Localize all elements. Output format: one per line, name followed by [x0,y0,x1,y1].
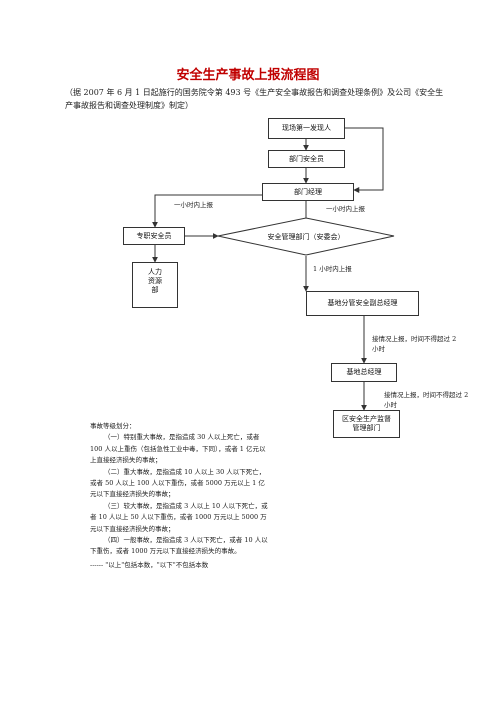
edge-manager-to-fulltime [152,194,262,228]
grading-item: （二）重大事故，是指造成 10 人以上 30 人以下死亡，或者 50 人以上 1… [90,467,266,499]
node-safety-dept-label: 安全管理部门（安委会） [267,233,345,241]
node-hr: 人力资源部 [132,262,178,308]
edge-witness-to-manager [345,127,384,193]
grading-item: （四）一般事故，是指造成 3 人以下死亡，或者 10 人以下重伤，或者 1000… [90,536,268,556]
node-gm: 基地总经理 [331,363,397,382]
label-one-hour-down: 1 小时内上报 [313,265,352,273]
accident-grading: 事故等级划分： （一）特别重大事故，是指造成 30 人以上死亡，或者 100 人… [90,421,270,571]
node-witness: 现场第一发现人 [268,118,345,139]
intro-note: （据 2007 年 6 月 1 日起施行的国务院令第 493 号《生产安全事故报… [65,88,444,110]
node-dept-safety: 部门安全员 [268,150,345,168]
label-report-2h-b: 接情况上报，时间不得超过 2 小时 [384,391,469,409]
node-dept-manager: 部门经理 [262,183,354,201]
node-district: 区安全生产监督管理部门 [333,410,400,438]
page-title: 安全生产事故上报流程图 [176,68,320,83]
node-full-time-safety: 专职安全员 [123,227,185,245]
node-vp: 基地分管安全副总经理 [306,291,419,316]
grading-heading: 事故等级划分： [90,422,136,430]
label-one-hour-right: 一小时内上报 [326,205,365,213]
grading-note: ------ "以上"包括本数，"以下"不包括本数 [90,560,209,569]
label-report-2h-a: 接情况上报，时间不得超过 2 小时 [372,335,457,353]
safety-dept-diamond [217,217,395,256]
grading-item: （一）特别重大事故，是指造成 30 人以上死亡，或者 100 人以上重伤（包括急… [90,433,266,465]
grading-item: （三）较大事故，是指造成 3 人以上 10 人以下死亡，或者 10 人以上 50… [90,501,268,533]
label-one-hour-left: 一小时内上报 [174,201,213,209]
